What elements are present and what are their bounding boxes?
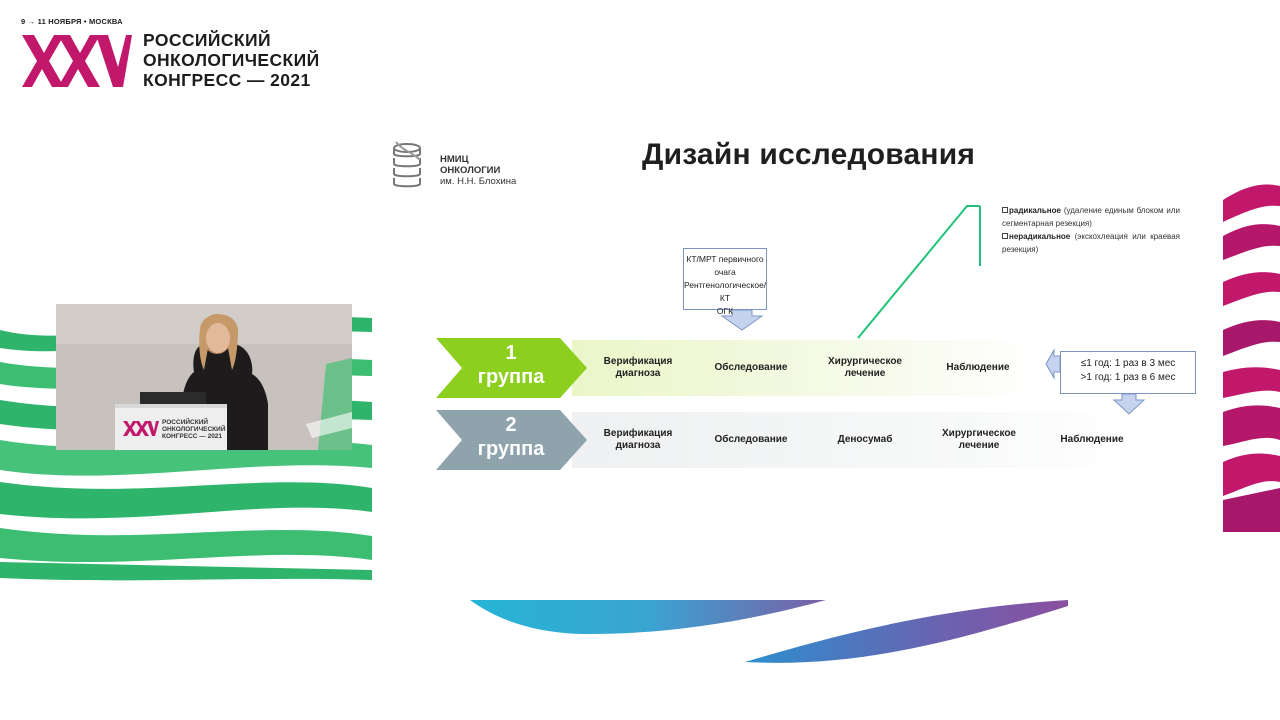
follow-left-arrow — [1045, 348, 1061, 380]
podium-line3: КОНГРЕСС — 2021 — [162, 433, 222, 440]
institution-name-line2: ОНКОЛОГИИ — [440, 165, 501, 176]
bottom-wave-upper — [470, 600, 826, 634]
nonradical-label: нерадикальное — [1009, 232, 1071, 241]
group2-word: группа — [477, 438, 545, 460]
podium-logo — [123, 421, 159, 436]
exam-line3: Рентгенологическое/КТ — [684, 280, 767, 303]
follow-up-line2: >1 год: 1 раз в 6 мес — [1080, 372, 1176, 383]
institution-name: НМИЦ ОНКОЛОГИИ им. Н.Н. Блохина — [440, 154, 516, 187]
institution-logo-icon — [393, 141, 421, 188]
follow-up-line1: ≤1 год: 1 раз в 3 мес — [1080, 358, 1176, 369]
conference-title: РОССИЙСКИЙ ОНКОЛОГИЧЕСКИЙ КОНГРЕСС — 202… — [143, 30, 320, 90]
surgery-connector-line — [857, 205, 981, 339]
study-design-diagram — [436, 205, 1146, 470]
speaker-scene: РОССИЙСКИЙ ОНКОЛОГИЧЕСКИЙ КОНГРЕСС — 202… — [56, 304, 352, 450]
slide-title: Дизайн исследования — [642, 138, 976, 171]
group2-number: 2 — [505, 414, 517, 436]
group2-step-surgery: Хирургическое лечение — [942, 428, 1016, 451]
conference-date: 9 → 11 НОЯБРЯ • МОСКВА — [21, 17, 123, 26]
checkbox-square-icon — [1002, 207, 1008, 213]
institution-name-line1: НМИЦ — [440, 154, 469, 165]
exam-line1: КТ/МРТ первичного — [686, 254, 764, 264]
nonradical-item: нерадикальное (экскохлеация или краевая … — [1002, 230, 1180, 256]
conference-title-line2: ОНКОЛОГИЧЕСКИЙ — [143, 50, 320, 70]
exam-callout-box: КТ/МРТ первичного очага Рентгенологическ… — [683, 248, 767, 316]
group2-step-verification: Верификация диагноза — [603, 428, 673, 451]
group1-step-examination: Обследование — [714, 362, 788, 373]
group1-word: группа — [477, 366, 545, 388]
group1-step-observation: Наблюдение — [946, 362, 1010, 373]
follow-up-schedule-box: ≤1 год: 1 раз в 3 мес >1 год: 1 раз в 6 … — [1060, 351, 1196, 394]
radical-label: радикальное — [1009, 206, 1061, 215]
group2-chevron — [436, 410, 587, 470]
group2-label: 2 группа — [470, 413, 552, 461]
podium-line2: ОНКОЛОГИЧЕСКИЙ — [162, 424, 226, 433]
group1-row-band — [572, 340, 1042, 396]
bottom-wave-lower — [745, 600, 1068, 663]
group1-step-verification: Верификация диагноза — [603, 356, 673, 379]
radical-text: (удаление единым блоком или сегментарная… — [1002, 206, 1180, 228]
group1-label: 1 группа — [470, 341, 552, 389]
speaker-video: РОССИЙСКИЙ ОНКОЛОГИЧЕСКИЙ КОНГРЕСС — 202… — [56, 304, 352, 450]
presentation-slide: НМИЦ ОНКОЛОГИИ им. Н.Н. Блохина Дизайн и… — [372, 118, 1223, 600]
conference-title-line3: КОНГРЕСС — 2021 — [143, 70, 311, 90]
group2-step-denosumab: Деносумаб — [837, 434, 893, 445]
exam-down-arrow — [720, 309, 764, 331]
group2-step-observation: Наблюдение — [1060, 434, 1124, 445]
institution-name-line3: им. Н.Н. Блохина — [440, 176, 517, 187]
exam-line4: ОГК — [716, 306, 734, 316]
follow-down-arrow — [1112, 393, 1146, 415]
xxv-logo — [22, 35, 132, 87]
podium — [115, 404, 227, 450]
checkbox-square-icon — [1002, 233, 1008, 239]
right-magenta-waves — [1223, 184, 1280, 532]
exam-line2: очага — [714, 267, 736, 277]
podium-line1: РОССИЙСКИЙ — [162, 417, 208, 426]
group1-chevron — [436, 338, 587, 398]
radical-item: радикальное (удаление единым блоком или … — [1002, 204, 1180, 230]
group2-step-examination: Обследование — [714, 434, 788, 445]
conference-title-line1: РОССИЙСКИЙ — [143, 30, 271, 50]
group2-row-band — [572, 412, 1132, 468]
group1-step-surgery: Хирургическое лечение — [828, 356, 902, 379]
surgery-types-note: радикальное (удаление единым блоком или … — [1002, 204, 1180, 256]
nonradical-text: (экскохлеация или краевая резекция) — [1002, 232, 1180, 254]
group1-number: 1 — [505, 342, 517, 364]
